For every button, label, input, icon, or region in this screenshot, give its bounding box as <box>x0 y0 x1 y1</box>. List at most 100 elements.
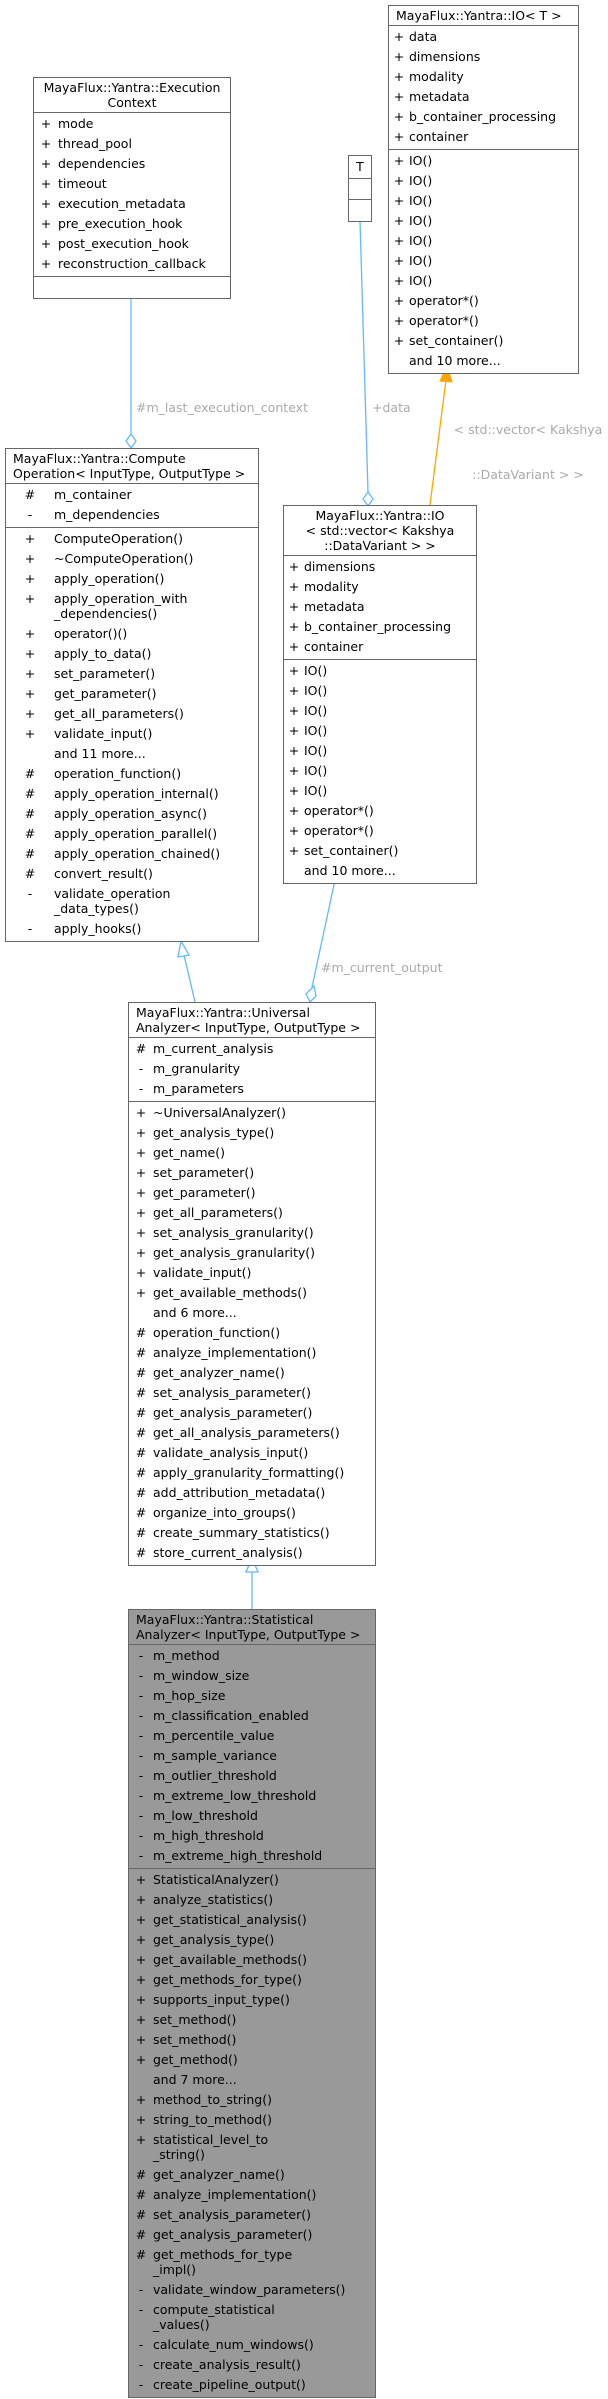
method-row[interactable]: #get_methods_for_type _impl() <box>129 2245 375 2280</box>
attribute-row[interactable]: -m_parameters <box>129 1079 375 1099</box>
method-row[interactable]: #validate_analysis_input() <box>129 1443 375 1463</box>
attribute-row[interactable]: -m_extreme_high_threshold <box>129 1846 375 1866</box>
method-row[interactable]: +operator*() <box>284 821 476 841</box>
method-row[interactable]: +set_container() <box>389 331 578 351</box>
method-row[interactable]: +IO() <box>284 661 476 681</box>
method-row[interactable]: +method_to_string() <box>129 2090 375 2110</box>
attribute-row[interactable]: -m_percentile_value <box>129 1726 375 1746</box>
method-row[interactable]: +operator*() <box>389 311 578 331</box>
method-row[interactable]: #get_analysis_parameter() <box>129 2225 375 2245</box>
method-row[interactable]: +validate_input() <box>6 724 258 744</box>
method-row[interactable]: +set_analysis_granularity() <box>129 1223 375 1243</box>
method-row[interactable]: #set_analysis_parameter() <box>129 2205 375 2225</box>
attribute-row[interactable]: -m_dependencies <box>6 505 258 525</box>
method-row[interactable]: +IO() <box>284 701 476 721</box>
attribute-row[interactable]: +thread_pool <box>34 134 230 154</box>
attribute-row[interactable]: +b_container_processing <box>389 107 578 127</box>
attribute-row[interactable]: +dimensions <box>389 47 578 67</box>
attribute-row[interactable]: +metadata <box>389 87 578 107</box>
method-row[interactable]: +IO() <box>284 721 476 741</box>
method-row[interactable]: -create_pipeline_output() <box>129 2375 375 2395</box>
attribute-row[interactable]: +container <box>389 127 578 147</box>
method-row[interactable]: #create_summary_statistics() <box>129 1523 375 1543</box>
method-row[interactable]: +set_parameter() <box>129 1163 375 1183</box>
method-row[interactable]: -validate_operation _data_types() <box>6 884 258 919</box>
method-row[interactable]: -validate_window_parameters() <box>129 2280 375 2300</box>
method-row[interactable]: +IO() <box>389 151 578 171</box>
attribute-row[interactable]: +metadata <box>284 597 476 617</box>
method-row[interactable]: and 11 more... <box>6 744 258 764</box>
method-row[interactable]: and 10 more... <box>284 861 476 881</box>
method-row[interactable]: +statistical_level_to _string() <box>129 2130 375 2165</box>
method-row[interactable]: +validate_input() <box>129 1263 375 1283</box>
attribute-row[interactable]: #m_container <box>6 485 258 505</box>
method-row[interactable]: #operation_function() <box>129 1323 375 1343</box>
method-row[interactable]: #apply_granularity_formatting() <box>129 1463 375 1483</box>
method-row[interactable]: #apply_operation_async() <box>6 804 258 824</box>
method-row[interactable]: +IO() <box>284 741 476 761</box>
method-row[interactable]: +set_method() <box>129 2030 375 2050</box>
attribute-row[interactable]: +mode <box>34 114 230 134</box>
method-row[interactable]: +get_all_parameters() <box>6 704 258 724</box>
method-row[interactable]: #get_analyzer_name() <box>129 2165 375 2185</box>
method-row[interactable]: +set_method() <box>129 2010 375 2030</box>
method-row[interactable]: +IO() <box>284 681 476 701</box>
method-row[interactable]: #store_current_analysis() <box>129 1543 375 1563</box>
attribute-row[interactable]: +modality <box>389 67 578 87</box>
class-execution-context[interactable]: MayaFlux::Yantra::Execution Context +mod… <box>33 77 231 299</box>
method-row[interactable]: +supports_input_type() <box>129 1990 375 2010</box>
method-row[interactable]: #apply_operation_internal() <box>6 784 258 804</box>
attribute-row[interactable]: -m_low_threshold <box>129 1806 375 1826</box>
class-universal-analyzer[interactable]: MayaFlux::Yantra::Universal Analyzer< In… <box>128 1002 376 1566</box>
method-row[interactable]: +apply_to_data() <box>6 644 258 664</box>
attribute-row[interactable]: -m_window_size <box>129 1666 375 1686</box>
class-io-vector-datavariant[interactable]: MayaFlux::Yantra::IO < std::vector< Kaks… <box>283 505 477 884</box>
method-row[interactable]: +operator*() <box>389 291 578 311</box>
attribute-row[interactable]: -m_classification_enabled <box>129 1706 375 1726</box>
method-row[interactable]: +operator*() <box>284 801 476 821</box>
method-row[interactable]: +apply_operation() <box>6 569 258 589</box>
method-row[interactable]: +get_analysis_type() <box>129 1123 375 1143</box>
method-row[interactable]: #get_analyzer_name() <box>129 1363 375 1383</box>
method-row[interactable]: and 7 more... <box>129 2070 375 2090</box>
attribute-row[interactable]: -m_outlier_threshold <box>129 1766 375 1786</box>
method-row[interactable]: and 6 more... <box>129 1303 375 1323</box>
method-row[interactable]: +get_analysis_type() <box>129 1930 375 1950</box>
attribute-row[interactable]: +container <box>284 637 476 657</box>
method-row[interactable]: #apply_operation_chained() <box>6 844 258 864</box>
attribute-row[interactable]: +post_execution_hook <box>34 234 230 254</box>
attribute-row[interactable]: -m_extreme_low_threshold <box>129 1786 375 1806</box>
method-row[interactable]: -apply_hooks() <box>6 919 258 939</box>
method-row[interactable]: #convert_result() <box>6 864 258 884</box>
attribute-row[interactable]: -m_method <box>129 1646 375 1666</box>
method-row[interactable]: +~ComputeOperation() <box>6 549 258 569</box>
method-row[interactable]: +set_parameter() <box>6 664 258 684</box>
attribute-row[interactable]: +dependencies <box>34 154 230 174</box>
class-template-param-t[interactable]: T <box>348 155 372 222</box>
method-row[interactable]: #apply_operation_parallel() <box>6 824 258 844</box>
class-compute-operation[interactable]: MayaFlux::Yantra::Compute Operation< Inp… <box>5 448 259 942</box>
method-row[interactable]: +get_parameter() <box>6 684 258 704</box>
method-row[interactable]: +~UniversalAnalyzer() <box>129 1103 375 1123</box>
method-row[interactable]: #set_analysis_parameter() <box>129 1383 375 1403</box>
method-row[interactable]: +IO() <box>389 231 578 251</box>
method-row[interactable]: -compute_statistical _values() <box>129 2300 375 2335</box>
method-row[interactable]: #analyze_implementation() <box>129 1343 375 1363</box>
method-row[interactable]: -calculate_num_windows() <box>129 2335 375 2355</box>
method-row[interactable]: +get_parameter() <box>129 1183 375 1203</box>
method-row[interactable]: +string_to_method() <box>129 2110 375 2130</box>
method-row[interactable]: #operation_function() <box>6 764 258 784</box>
method-row[interactable]: +get_available_methods() <box>129 1283 375 1303</box>
method-row[interactable]: and 10 more... <box>389 351 578 371</box>
attribute-row[interactable]: +pre_execution_hook <box>34 214 230 234</box>
method-row[interactable]: +IO() <box>389 211 578 231</box>
method-row[interactable]: +get_available_methods() <box>129 1950 375 1970</box>
attribute-row[interactable]: +b_container_processing <box>284 617 476 637</box>
attribute-row[interactable]: -m_granularity <box>129 1059 375 1079</box>
method-row[interactable]: +operator()() <box>6 624 258 644</box>
method-row[interactable]: +IO() <box>389 171 578 191</box>
class-statistical-analyzer[interactable]: MayaFlux::Yantra::Statistical Analyzer< … <box>128 1609 376 2398</box>
method-row[interactable]: #organize_into_groups() <box>129 1503 375 1523</box>
method-row[interactable]: +get_methods_for_type() <box>129 1970 375 1990</box>
method-row[interactable]: -create_analysis_result() <box>129 2355 375 2375</box>
